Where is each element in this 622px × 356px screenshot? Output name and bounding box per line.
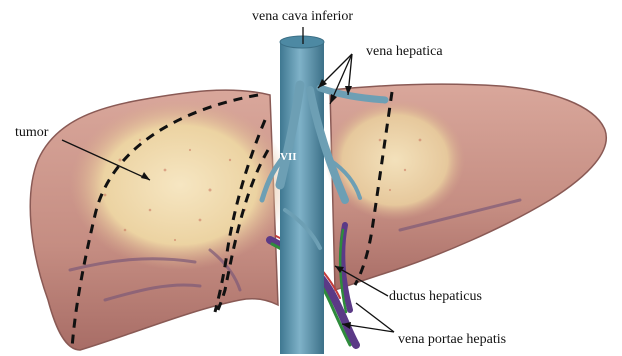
label-tumor: tumor <box>15 126 48 140</box>
label-vena-hepatica: vena hepatica <box>366 45 443 59</box>
label-ductus-hepaticus: ductus hepaticus <box>389 290 482 304</box>
label-vena-cava-inferior: vena cava inferior <box>252 10 353 24</box>
tumor-region-left <box>70 100 290 270</box>
label-vena-portae-hepatis: vena portae hepatis <box>398 333 506 347</box>
segment-mark: VII <box>280 151 297 163</box>
